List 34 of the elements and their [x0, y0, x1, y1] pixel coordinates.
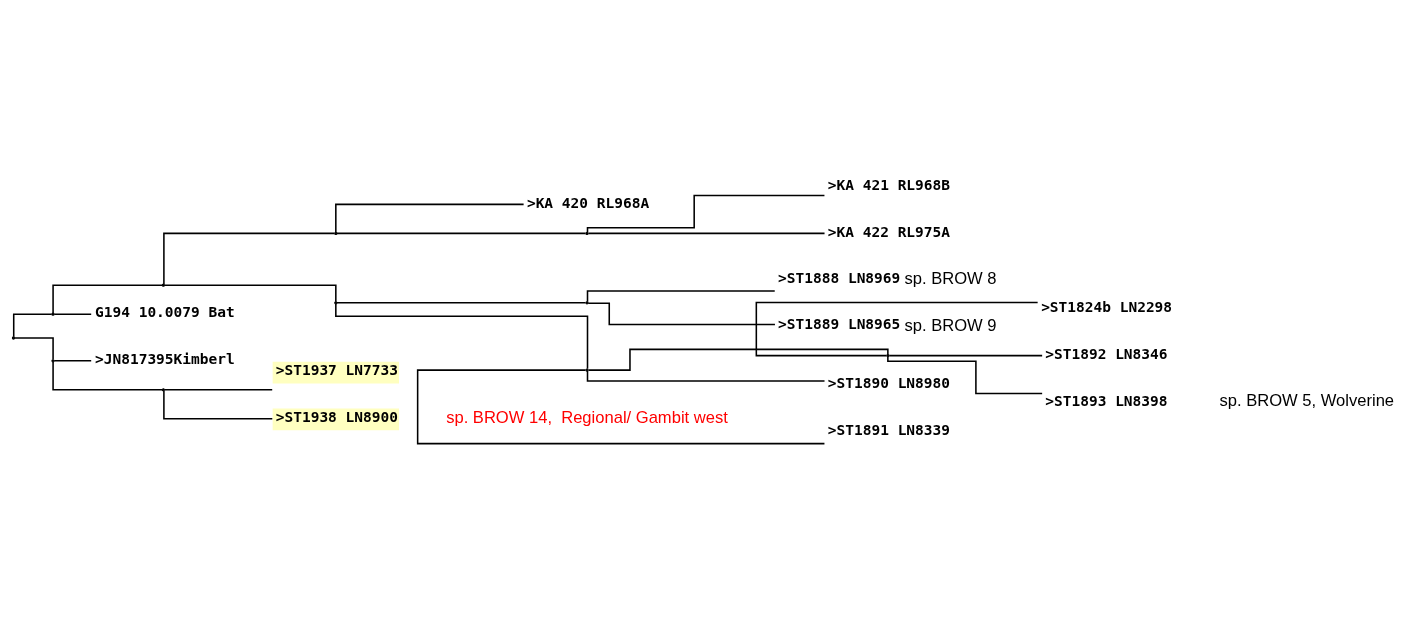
- node-point: [51, 312, 55, 316]
- connector: [164, 388, 273, 390]
- connector: [335, 203, 525, 233]
- node-point: [585, 367, 589, 372]
- node-text: G194 10.0079 Bat: [95, 303, 235, 320]
- connector: [888, 354, 1043, 356]
- node-text: >ST1888 LN8969: [778, 269, 901, 286]
- node-label: sp. BROW 9: [904, 315, 997, 335]
- node-point: [585, 300, 589, 304]
- connector: [163, 232, 336, 285]
- node-point: [161, 283, 165, 287]
- connector: [755, 301, 1039, 356]
- node-text: >ST1889 LN8965: [778, 315, 901, 332]
- node-point: [334, 231, 338, 235]
- node-text: >ST1824b LN2298: [1041, 298, 1173, 315]
- node-text: >KA 420 RL968A: [526, 194, 650, 211]
- node-text: >ST1890 LN8980: [827, 374, 951, 391]
- node-box: >ST1937 LN7733: [272, 361, 399, 384]
- label: sp. BROW 5, Wolverine: [1219, 390, 1395, 410]
- node-point: [585, 231, 589, 235]
- node-text: >JN817395Kimberl: [95, 350, 235, 367]
- connector: [163, 389, 274, 420]
- node-point: [11, 335, 16, 340]
- node-text: >KA 421 RL968B: [827, 176, 951, 193]
- node-text: >ST1893 LN8398: [1045, 392, 1168, 409]
- node-text: >KA 422 RL975A: [827, 223, 951, 240]
- label: sp. BROW 14, Regional/ Gambit west: [446, 407, 728, 427]
- connector: [887, 355, 1043, 394]
- node-point: [161, 387, 165, 391]
- node-text: >ST1892 LN8346: [1045, 345, 1168, 362]
- node-point: [886, 353, 890, 357]
- node-box: >ST1938 LN8900: [272, 407, 399, 430]
- node-text: >ST1891 LN8339: [827, 421, 951, 438]
- node-label: sp. BROW 8: [904, 268, 997, 288]
